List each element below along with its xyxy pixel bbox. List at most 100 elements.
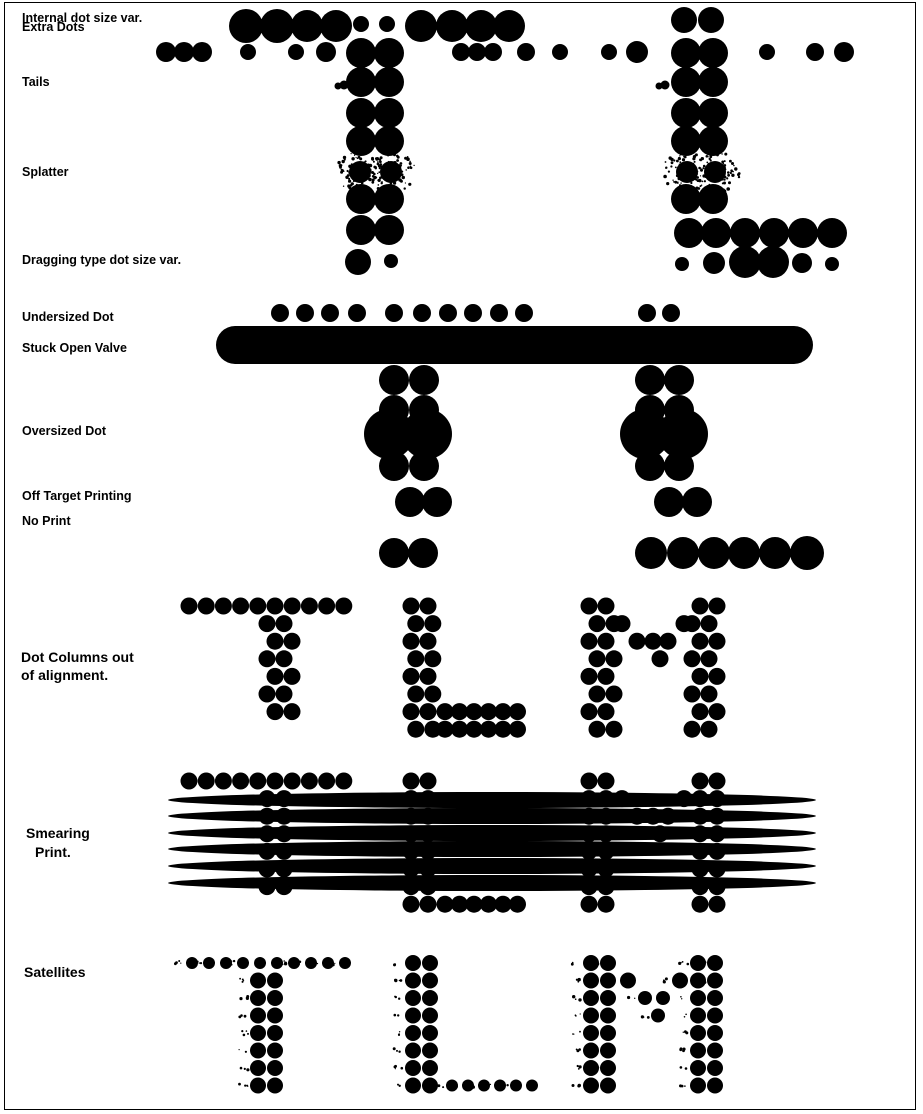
splatter-speck — [674, 180, 678, 184]
satellite-main-dot — [250, 990, 266, 1006]
misaligned-dot — [266, 703, 284, 721]
splatter-speck — [708, 183, 711, 186]
splatter-speck — [346, 169, 349, 173]
drag-dot — [792, 253, 812, 273]
splatter-speck — [668, 156, 672, 160]
splatter-speck — [734, 167, 738, 171]
misaligned-dot — [283, 703, 301, 721]
satellite-speck — [178, 960, 181, 962]
splatter-speck — [401, 170, 404, 173]
satellite-speck — [242, 1033, 246, 1037]
satellite-speck — [417, 1067, 420, 1070]
letter-l-dot — [671, 38, 701, 68]
splatter-speck — [413, 164, 415, 167]
misaligned-dot — [700, 615, 718, 633]
misaligned-dot — [700, 685, 718, 703]
satellite-main-dot — [707, 955, 723, 971]
satellite-speck — [596, 1066, 600, 1070]
satellite-speck — [596, 996, 599, 999]
satellite-speck — [255, 980, 258, 983]
smeared-letter-dot — [402, 895, 420, 913]
satellite-speck — [239, 997, 243, 1001]
splatter-speck — [368, 163, 373, 168]
satellite-speck — [578, 1065, 582, 1069]
label-off-target-printing: Off Target Printing — [22, 489, 132, 503]
off-target-dot — [422, 487, 452, 517]
misaligned-dot — [691, 703, 709, 721]
oversized-dot — [364, 409, 414, 459]
misaligned-dot — [691, 632, 709, 650]
letter-t-dot — [346, 98, 376, 128]
smeared-letter-dot — [402, 772, 420, 790]
satellite-speck — [413, 1048, 417, 1052]
misaligned-dot — [691, 597, 709, 615]
misaligned-dot — [258, 650, 276, 668]
internal-var-dot — [379, 16, 395, 32]
internal-dot-size-var-dots — [229, 7, 724, 43]
smear-ellipses — [168, 792, 816, 891]
splatter-speck — [693, 160, 696, 163]
satellite-main-dot — [220, 957, 232, 969]
splatter-speck — [355, 183, 358, 186]
satellite-speck — [698, 1015, 700, 1017]
satellite-speck — [314, 964, 316, 966]
splatter-speck — [731, 162, 734, 165]
letter-t-dot — [374, 184, 404, 214]
smeared-letter-dot — [283, 772, 301, 790]
satellite-speck — [240, 1015, 243, 1017]
extra-dot — [626, 41, 648, 63]
satellite-speck — [574, 1014, 577, 1016]
satellite-main-dot — [322, 957, 334, 969]
splatter-speck — [670, 165, 673, 168]
satellite-speck — [698, 963, 700, 965]
satellite-speck — [246, 995, 250, 998]
satellite-main-dot — [583, 1007, 599, 1024]
satellite-speck — [199, 962, 203, 965]
splatter-speck — [353, 154, 356, 156]
splatter-speck — [369, 169, 372, 172]
misaligned-dot — [407, 650, 425, 668]
splatter-speck — [406, 156, 409, 158]
satellite-main-dot — [305, 957, 317, 969]
satellite-speck — [396, 1049, 398, 1052]
satellite-speck — [699, 1065, 703, 1070]
satellite-speck — [697, 997, 701, 1001]
letter-l-dot — [671, 67, 701, 97]
letter-l-base-dot — [759, 218, 789, 248]
satellite-speck — [699, 963, 702, 966]
satellite-speck — [678, 961, 682, 966]
splatter-speck — [359, 157, 363, 161]
satellite-speck — [258, 1050, 261, 1053]
satellite-speck — [416, 1030, 420, 1034]
oversized-column-dot — [409, 365, 439, 395]
satellite-speck — [394, 978, 398, 983]
satellite-speck — [414, 1085, 417, 1089]
satellite-speck — [519, 1085, 521, 1088]
satellite-main-dot — [422, 955, 438, 971]
splatter-speck — [372, 160, 375, 163]
drag-dot — [384, 254, 398, 268]
splatter-speck — [684, 155, 687, 159]
splatter-speck — [726, 177, 729, 180]
satellite-speck — [282, 963, 284, 966]
smeared-letter-dot — [180, 772, 198, 790]
satellite-speck — [417, 996, 420, 999]
splatter-speck — [378, 171, 381, 174]
splatter-speck — [723, 178, 726, 181]
splatter-speck — [664, 161, 667, 163]
satellite-main-dot — [583, 972, 599, 989]
extra-dot — [601, 44, 617, 60]
satellite-speck — [400, 1066, 404, 1070]
splatter-speck — [409, 160, 411, 163]
satellite-main-dot — [600, 1007, 616, 1024]
satellite-speck — [468, 1084, 472, 1088]
satellite-speck — [243, 1067, 246, 1070]
misaligned-dot — [605, 720, 623, 738]
misaligned-dot — [407, 720, 425, 738]
satellite-speck — [576, 1049, 580, 1053]
satellite-speck — [230, 960, 233, 962]
satellite-main-dot — [656, 991, 670, 1005]
splatter-speck — [679, 153, 682, 156]
satellite-speck — [595, 979, 599, 983]
satellite-main-dot — [250, 1007, 266, 1024]
